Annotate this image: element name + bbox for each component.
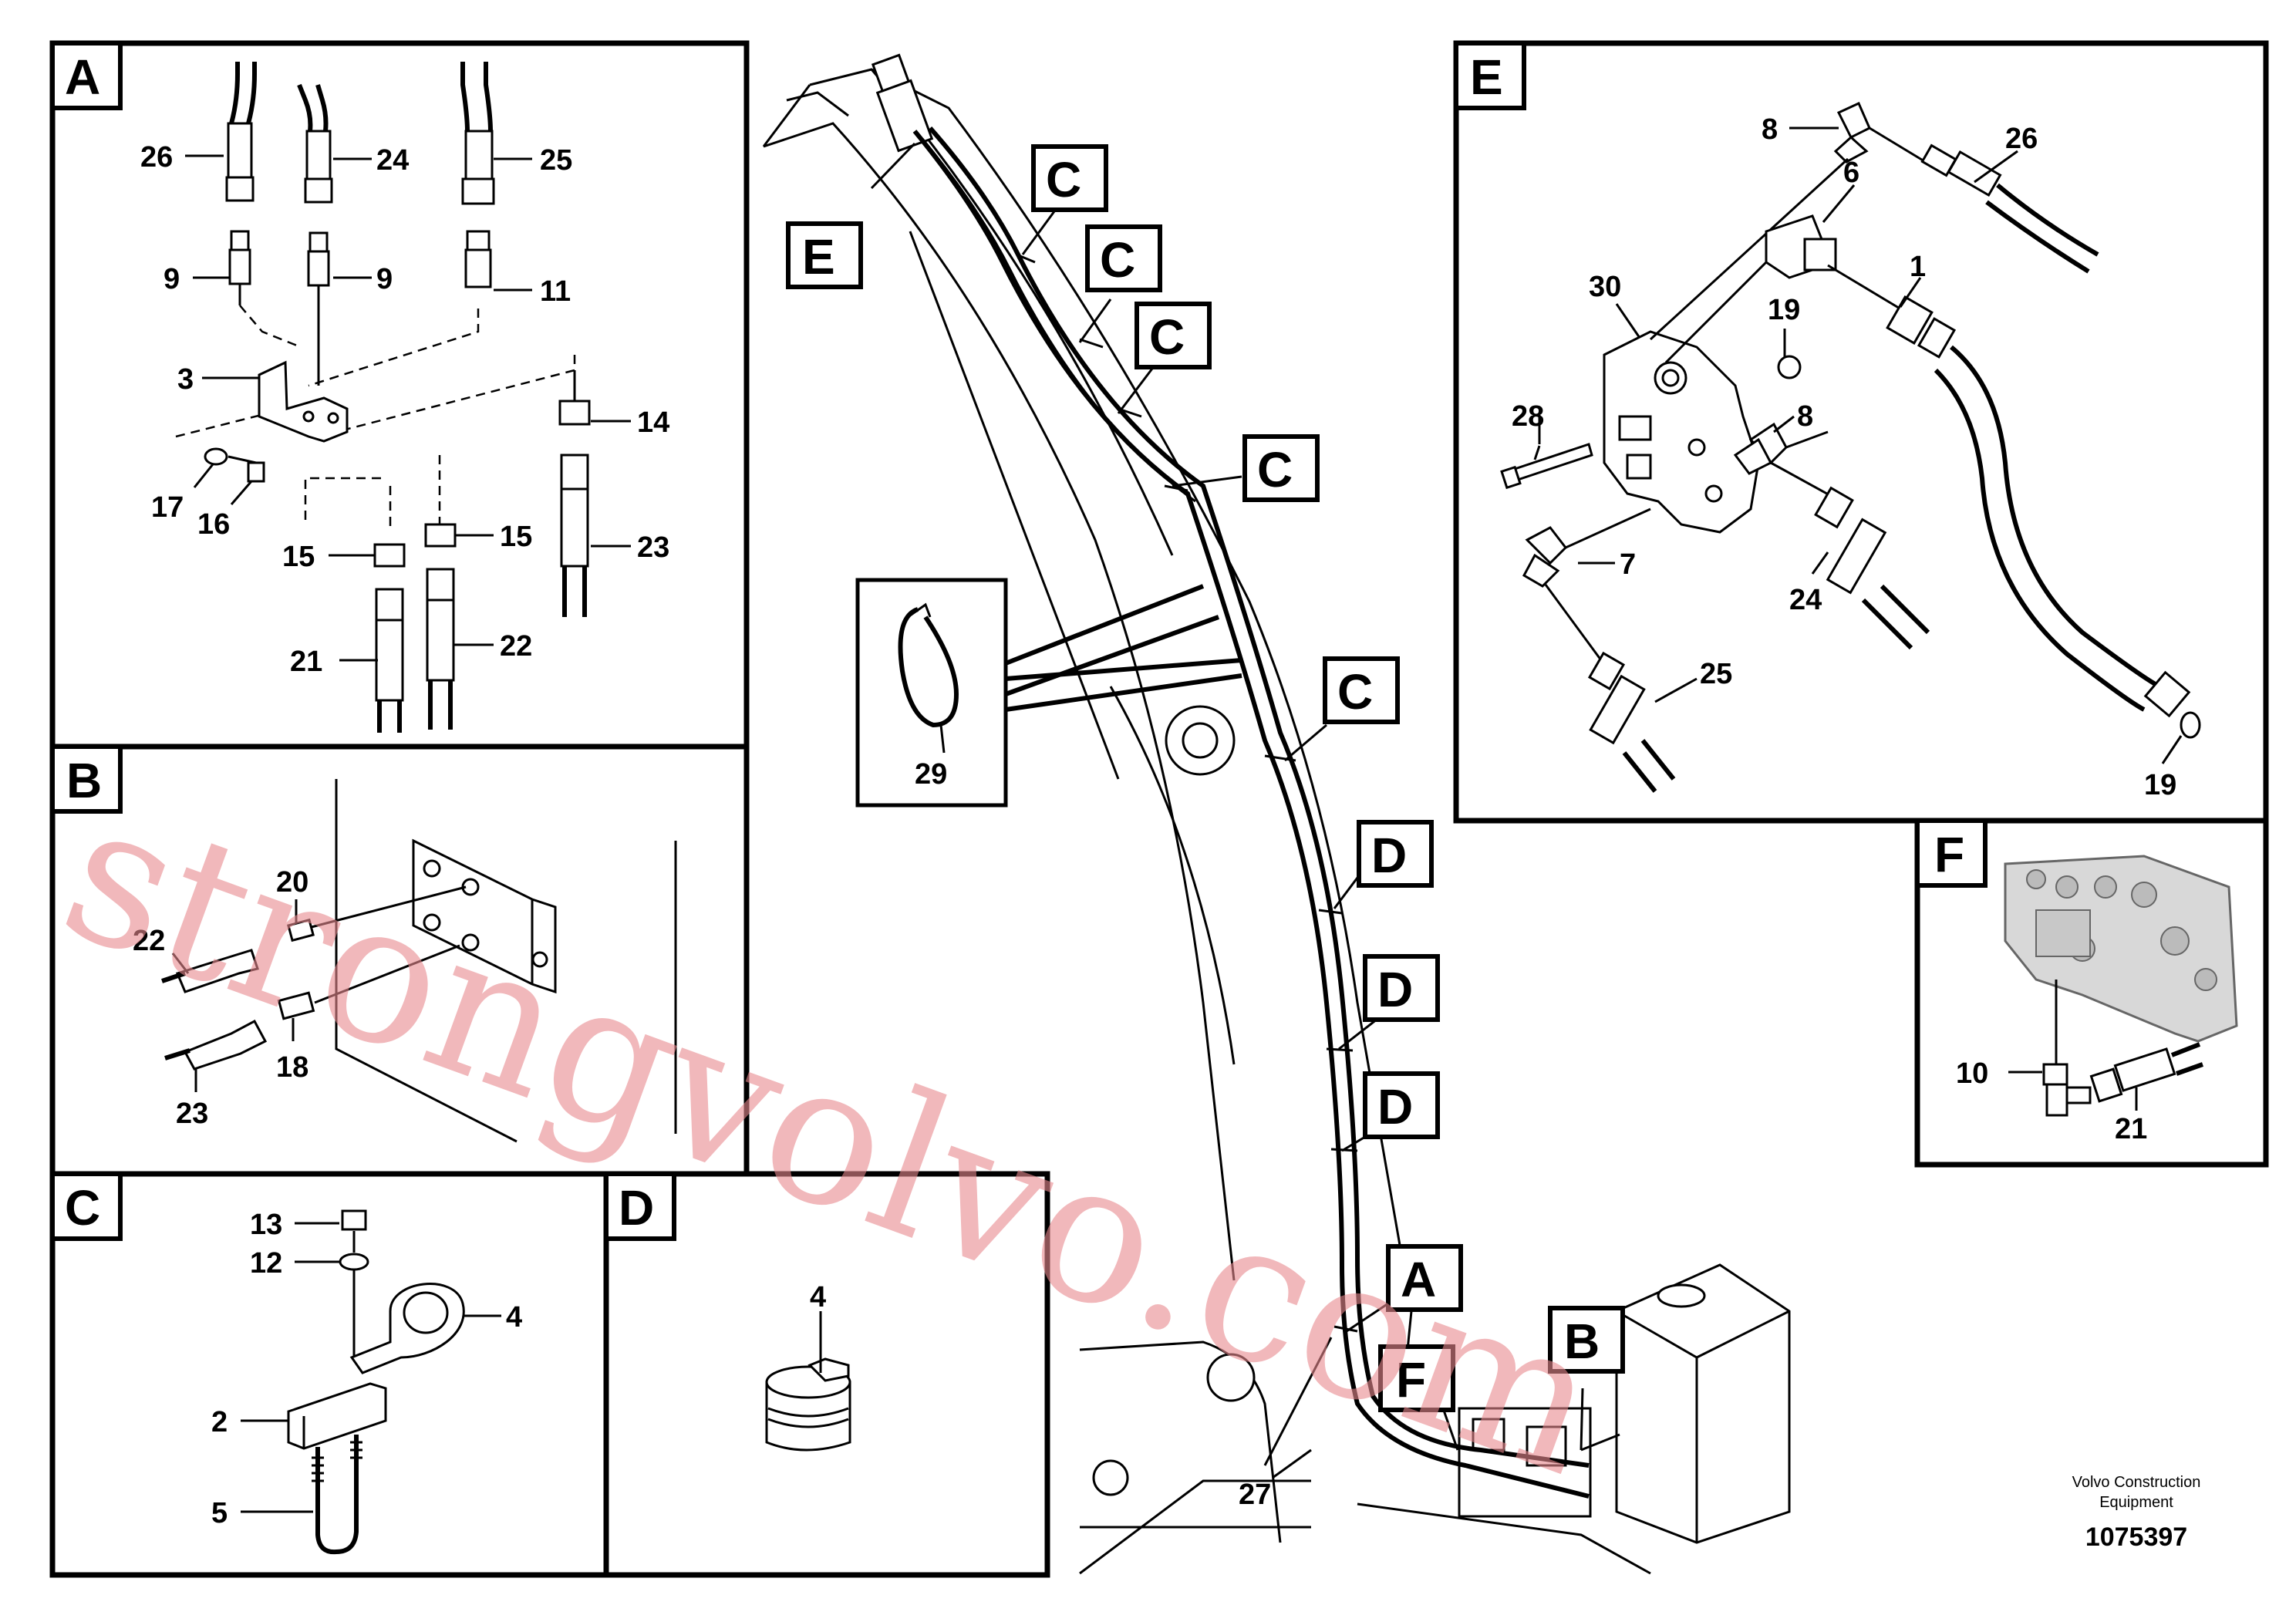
callout-29: 29	[915, 758, 947, 791]
panel-b: B 20 22 18 23	[49, 744, 750, 1177]
callout-7: 7	[1620, 548, 1636, 581]
callout-1: 1	[1910, 251, 1926, 283]
panel-c-tag: C	[50, 1172, 123, 1241]
svg-text:B: B	[1564, 1313, 1600, 1369]
callout-26-a: 26	[140, 141, 173, 174]
callout-18: 18	[276, 1051, 308, 1084]
callout-22-a: 22	[500, 630, 532, 663]
callout-30: 30	[1589, 271, 1621, 303]
callout-19-top: 19	[1768, 294, 1800, 326]
callout-27: 27	[1239, 1479, 1271, 1511]
callout-c-3: C	[1135, 302, 1212, 369]
callout-a-main: A	[1386, 1244, 1463, 1312]
callout-e-main: E	[786, 221, 863, 289]
svg-text:F: F	[1396, 1352, 1426, 1408]
callout-26-e: 26	[2005, 123, 2038, 155]
svg-text:C: C	[1149, 309, 1185, 365]
cable-tie-detail: 29	[855, 578, 1242, 808]
footer: Volvo Construction Equipment 1075397	[2072, 1474, 2201, 1552]
callout-24-a: 24	[376, 144, 409, 177]
callout-c-2: C	[1085, 224, 1162, 292]
svg-text:D: D	[1371, 828, 1407, 883]
callout-15-left: 15	[282, 541, 315, 573]
svg-text:A: A	[1401, 1252, 1436, 1307]
panel-a-tag: A	[50, 41, 123, 110]
panel-a: A	[49, 40, 750, 750]
panel-d-tag: D	[604, 1172, 676, 1241]
panel-e: E	[1453, 40, 2269, 824]
callout-9-right: 9	[376, 263, 393, 295]
callout-9-left: 9	[164, 263, 180, 295]
callout-23-a: 23	[637, 531, 669, 564]
panel-c-label: C	[65, 1180, 100, 1236]
callout-21-a: 21	[290, 646, 322, 678]
callout-6: 6	[1843, 157, 1859, 189]
footer-company-2: Equipment	[2099, 1494, 2173, 1511]
callout-22-b: 22	[133, 925, 165, 957]
callout-8-right: 8	[1797, 400, 1813, 433]
panel-b-label: B	[66, 753, 102, 808]
callout-28: 28	[1512, 400, 1544, 433]
callout-d-3: D	[1363, 1071, 1440, 1139]
callout-8-top: 8	[1762, 113, 1778, 146]
svg-text:C: C	[1100, 232, 1135, 288]
panel-d-label: D	[619, 1180, 654, 1236]
callout-d-2: D	[1363, 954, 1440, 1022]
callout-16: 16	[197, 508, 230, 541]
svg-text:E: E	[802, 229, 835, 285]
callout-14: 14	[637, 406, 669, 439]
callout-d-1: D	[1357, 820, 1434, 888]
callout-4-c: 4	[506, 1301, 522, 1334]
callout-20: 20	[276, 866, 308, 899]
svg-text:D: D	[1377, 962, 1413, 1017]
svg-text:C: C	[1337, 664, 1373, 720]
callout-17: 17	[151, 491, 184, 524]
panel-e-tag: E	[1454, 41, 1526, 110]
callout-12: 12	[250, 1247, 282, 1280]
panel-f: F 10 21	[1914, 818, 2269, 1168]
footer-company: Volvo Construction	[2072, 1474, 2201, 1491]
panel-c: C 13 12 4 2 5	[49, 1171, 609, 1578]
svg-text:D: D	[1377, 1079, 1413, 1135]
callout-10: 10	[1956, 1057, 1988, 1090]
callout-5: 5	[211, 1497, 228, 1529]
callout-c-5: C	[1323, 656, 1400, 724]
callout-11: 11	[540, 275, 571, 308]
callout-2: 2	[211, 1406, 228, 1438]
panel-d: D 4	[603, 1171, 1050, 1578]
callout-3: 3	[177, 363, 194, 396]
svg-text:C: C	[1046, 152, 1081, 207]
boom-assembly: C C C C C D D D	[762, 53, 1791, 1575]
callout-25-e: 25	[1700, 658, 1732, 690]
callout-23-b: 23	[176, 1098, 208, 1130]
panel-f-tag: F	[1915, 818, 1988, 888]
svg-text:C: C	[1257, 442, 1293, 497]
callout-c-4: C	[1242, 434, 1320, 502]
callout-15-right: 15	[500, 521, 532, 553]
callout-13: 13	[250, 1209, 282, 1241]
panel-f-label: F	[1934, 827, 1964, 882]
callout-24-e: 24	[1789, 584, 1822, 616]
callout-b-main: B	[1548, 1306, 1625, 1374]
callout-25-a: 25	[540, 144, 572, 177]
callout-19-bottom: 19	[2144, 769, 2176, 801]
callout-c-1: C	[1031, 144, 1108, 212]
callout-4-d: 4	[810, 1281, 826, 1313]
panel-b-tag: B	[50, 744, 123, 814]
callout-21-f: 21	[2115, 1113, 2147, 1145]
panel-a-label: A	[65, 49, 100, 105]
panel-e-label: E	[1470, 49, 1503, 105]
callout-f-main: F	[1378, 1344, 1455, 1412]
drawing-number: 1075397	[2085, 1523, 2187, 1552]
